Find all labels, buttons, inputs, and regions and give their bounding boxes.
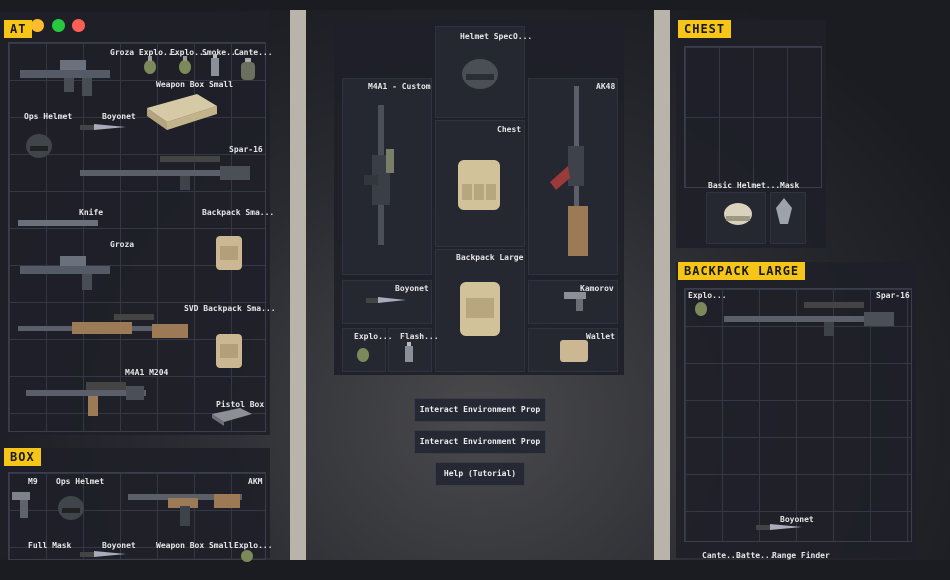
bayonet-icon <box>366 297 406 303</box>
item-label: Boyonet <box>102 541 136 550</box>
chest-inventory-grid <box>684 46 822 188</box>
item-label: Ops Helmet <box>24 112 73 121</box>
slot-pistol[interactable] <box>528 280 618 324</box>
bayonet-icon[interactable] <box>756 523 802 531</box>
backpack-inventory-grid <box>684 288 912 542</box>
rifle-icon[interactable] <box>80 152 250 192</box>
item-label: Groza Explo... <box>110 48 178 57</box>
interact-environment-prop-button[interactable]: Interact Environment Prop <box>414 398 546 422</box>
rifle-icon[interactable] <box>26 378 146 418</box>
knife-icon[interactable] <box>18 218 98 228</box>
groza-rifle-icon[interactable] <box>20 56 120 98</box>
helmet-icon <box>724 203 752 225</box>
wall-pillar-left <box>290 10 306 560</box>
grenade-icon[interactable] <box>143 56 157 74</box>
item-label: Weapon Box Small <box>156 80 234 89</box>
maximize-icon[interactable] <box>52 19 65 32</box>
top-bar <box>0 0 950 10</box>
item-label: Weapon Box Small <box>156 541 234 550</box>
box-inventory-grid <box>8 472 266 560</box>
box-panel-title: BOX <box>4 448 41 466</box>
item-label: Batte... <box>736 551 775 560</box>
slot-label: Chest <box>497 125 522 134</box>
item-label: Groza <box>110 240 135 249</box>
item-label: Cante... <box>234 48 273 57</box>
sniper-rifle-icon[interactable] <box>18 312 188 348</box>
pistol-icon <box>564 292 586 311</box>
helmet-icon[interactable] <box>24 132 54 160</box>
item-label: Boyonet <box>102 112 136 121</box>
item-label: Knife <box>79 208 104 217</box>
item-label: Basic Helmet... <box>708 181 781 190</box>
backpack-large-panel <box>676 262 916 558</box>
help-tutorial-button[interactable]: Help (Tutorial) <box>435 462 525 486</box>
bottom-bar <box>0 560 950 580</box>
item-label: Spar-16 <box>229 145 263 154</box>
bayonet-icon[interactable] <box>80 122 126 132</box>
groza-rifle-icon[interactable] <box>20 252 120 292</box>
item-label: M4A1 M204 <box>125 368 169 377</box>
item-label: Smoke... <box>202 48 241 57</box>
rifle-icon[interactable] <box>724 300 894 340</box>
item-label: Backpack Sma... <box>202 208 275 217</box>
smoke-grenade-icon[interactable] <box>210 54 220 76</box>
mask-icon <box>776 198 792 224</box>
backpack-icon[interactable] <box>214 232 244 272</box>
item-label: M9 <box>28 477 38 486</box>
wallet-icon <box>560 340 588 362</box>
flashbang-icon <box>405 342 413 362</box>
item-label: Spar-16 <box>876 291 910 300</box>
item-label: Cante... <box>702 551 741 560</box>
item-label: AKM <box>248 477 263 486</box>
slot-label: Wallet <box>586 332 615 341</box>
wall-pillar-right <box>654 10 670 560</box>
slot-label: AK48 <box>596 82 616 91</box>
weapon-box-icon[interactable] <box>147 90 217 130</box>
pistol-box-icon[interactable] <box>212 406 252 426</box>
grenade-icon[interactable] <box>178 56 192 74</box>
close-icon[interactable] <box>72 19 85 32</box>
akm-rifle-icon[interactable] <box>128 484 242 528</box>
grenade-icon <box>357 348 369 362</box>
slot-label: M4A1 - Custom <box>368 82 431 91</box>
slot-label: Backpack Large <box>456 253 524 262</box>
helmet-icon <box>462 59 498 89</box>
backpack-icon <box>460 282 500 336</box>
backpack-icon[interactable] <box>214 330 244 370</box>
slot-label: Explo... <box>354 332 393 341</box>
at-panel-title: AT <box>4 20 33 38</box>
item-label: Pistol Box <box>216 400 265 409</box>
helmet-icon[interactable] <box>56 494 86 522</box>
bayonet-icon[interactable] <box>80 550 126 558</box>
slot-label: Boyonet <box>395 284 429 293</box>
grenade-icon[interactable] <box>240 548 254 562</box>
slot-label: Flash... <box>400 332 439 341</box>
ak48-rifle-icon <box>550 86 588 256</box>
slot-label: Helmet SpecO... <box>460 32 533 41</box>
minimize-icon[interactable] <box>31 19 44 32</box>
backpack-panel-title: BACKPACK LARGE <box>678 262 806 280</box>
chest-rig-icon <box>458 160 500 210</box>
m4a1-rifle-icon <box>364 105 394 245</box>
box-panel <box>0 448 270 560</box>
pistol-icon[interactable] <box>12 492 32 520</box>
chest-panel <box>676 20 826 248</box>
chest-panel-title: CHEST <box>678 20 732 38</box>
item-label: Mask <box>780 181 800 190</box>
canteen-icon[interactable] <box>240 58 256 80</box>
slot-label: Kamorov <box>580 284 614 293</box>
item-label: SVD Backpack Sma... <box>184 304 276 313</box>
item-label: Explo... <box>234 541 273 550</box>
item-label: Boyonet <box>780 515 814 524</box>
item-label: Range Finder <box>772 551 830 560</box>
grenade-icon[interactable] <box>694 300 708 316</box>
item-label: Ops Helmet <box>56 477 105 486</box>
item-label: Explo... <box>688 291 727 300</box>
item-label: Full Mask <box>28 541 72 550</box>
interact-environment-prop-button-2[interactable]: Interact Environment Prop <box>414 430 546 454</box>
item-label: Explo... <box>170 48 209 57</box>
